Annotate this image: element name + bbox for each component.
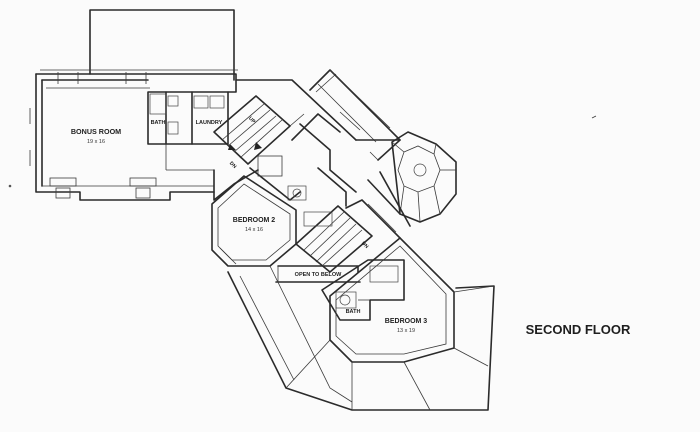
stray-mark [591, 115, 597, 119]
porch-band [309, 69, 401, 161]
label-stair-dn-upper: DN [228, 161, 238, 171]
bath-laundry-block [147, 91, 229, 171]
label-bath-lower: BATH [346, 309, 361, 315]
label-stair-up: UP [247, 116, 257, 126]
room-size-bedroom-2: 14 x 16 [245, 227, 263, 233]
wraparound-porch [227, 265, 495, 411]
room-name-bedroom-3: BEDROOM 3 [385, 318, 428, 325]
label-bath-upper: BATH [151, 120, 166, 126]
upper-stair [213, 95, 305, 165]
room-size-bonus-room: 19 x 16 [87, 139, 105, 145]
central-hall-walls [213, 79, 357, 207]
upper-wing-outline [40, 9, 238, 81]
label-laundry: LAUNDRY [196, 120, 223, 126]
bedroom-2-walls [211, 175, 297, 267]
lower-stair [295, 199, 401, 273]
stray-dot [8, 184, 12, 188]
bedroom-3-walls [329, 237, 455, 363]
label-stair-dn-lower: DN [360, 241, 370, 251]
label-open-to-below: OPEN TO BELOW [295, 272, 342, 278]
room-size-bedroom-3: 13 x 19 [397, 328, 415, 334]
turret-bay [367, 131, 457, 227]
floor-title: SECOND FLOOR [526, 322, 631, 337]
room-name-bonus-room: BONUS ROOM [71, 127, 121, 136]
bonus-room-walls [29, 72, 237, 201]
room-name-bedroom-2: BEDROOM 2 [233, 217, 276, 224]
